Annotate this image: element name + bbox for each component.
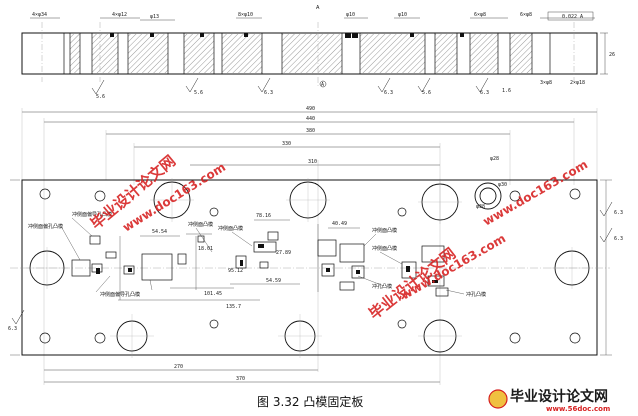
- dim-10b: φ10: [398, 12, 407, 18]
- dim-thickness: 26: [609, 52, 615, 58]
- label-7: 冲侧面凸模: [372, 245, 397, 252]
- dim-54-54: 54.54: [152, 229, 167, 235]
- dim-6x8b: 6×φ8: [520, 12, 532, 18]
- brand-cn: 毕业设计论文网: [510, 388, 608, 405]
- dim-8x10: 8×φ10: [238, 12, 253, 18]
- label-9: 冲孔凸模: [466, 291, 486, 298]
- dim-40-49: 40.49: [332, 221, 347, 227]
- brand-logo: 毕业设计论文网 www.56doc.com: [488, 388, 610, 413]
- dim-101-45: 101.45: [204, 291, 222, 297]
- watermark-group: 毕业设计论文网 www.doc163.com 毕业设计论文网 www.doc16…: [87, 152, 590, 323]
- dim-3x8: 3×φ8: [540, 80, 552, 86]
- label-3: 冲侧面偏导孔凸模: [100, 291, 140, 298]
- rough-1: 5.6: [96, 94, 105, 100]
- dim-95-12: 95.12: [228, 268, 243, 274]
- rough-4: 6.3: [384, 90, 393, 96]
- dim-phi30: φ30: [498, 182, 507, 188]
- brand-icon: [488, 389, 508, 409]
- dim-6x8a: 6×φ8: [474, 12, 486, 18]
- dim-phi28: φ28: [490, 156, 499, 162]
- label-4: 冲侧面凸模: [188, 221, 213, 228]
- dim-54-59: 54.59: [266, 278, 281, 284]
- brand-url: www.56doc.com: [546, 405, 610, 413]
- label-8: 冲孔凸模: [372, 283, 392, 290]
- rough-plan-3: 6.3: [8, 326, 17, 332]
- dim-78-16: 78.16: [256, 213, 271, 219]
- plan-view: 490 440 380 330 310 270 370: [8, 106, 623, 385]
- label-2: 冲侧面偏孔凸模: [28, 223, 63, 230]
- watermark-url-2: www.doc163.com: [399, 231, 509, 302]
- dim-27-89: 27.89: [276, 250, 291, 256]
- rough-plan-1: 6.3: [614, 210, 623, 216]
- datum-a: A: [321, 82, 324, 88]
- label-5: 冲侧面凸模: [218, 225, 243, 232]
- dim-380: 380: [306, 128, 315, 134]
- section-view: A: [21, 5, 615, 100]
- rough-5: 5.6: [422, 90, 431, 96]
- dim-310: 310: [308, 159, 317, 165]
- watermark-url-3: www.doc163.com: [481, 157, 591, 228]
- dim-490: 490: [306, 106, 315, 112]
- dim-135-7: 135.7: [226, 304, 241, 310]
- rough-plan-2: 6.3: [614, 236, 623, 242]
- dim-370: 370: [236, 376, 245, 382]
- dim-440: 440: [306, 116, 315, 122]
- dim-4x34: 4×φ34: [32, 12, 47, 18]
- figure-caption: 图 3.32 凸模固定板: [257, 394, 363, 409]
- label-1: 冲侧面偏导孔凸模: [72, 211, 112, 218]
- dim-tolerance: 0.022 A: [562, 14, 583, 20]
- dim-10a: φ10: [346, 12, 355, 18]
- dim-270-14: 270: [174, 364, 183, 370]
- section-mark: A: [316, 5, 320, 11]
- dim-phi38: φ38: [476, 204, 485, 210]
- dim-4x12: 4×φ12: [112, 12, 127, 18]
- label-6: 冲侧面凸模: [372, 227, 397, 234]
- rough-7: 1.6: [502, 88, 511, 94]
- rough-6: 6.3: [480, 90, 489, 96]
- dim-18-01: 18.01: [198, 246, 213, 252]
- rough-3: 6.3: [264, 90, 273, 96]
- dim-2x18: 2×φ18: [570, 80, 585, 86]
- dim-330: 330: [282, 141, 291, 147]
- dim-13: φ13: [150, 14, 159, 20]
- rough-2: 5.6: [194, 90, 203, 96]
